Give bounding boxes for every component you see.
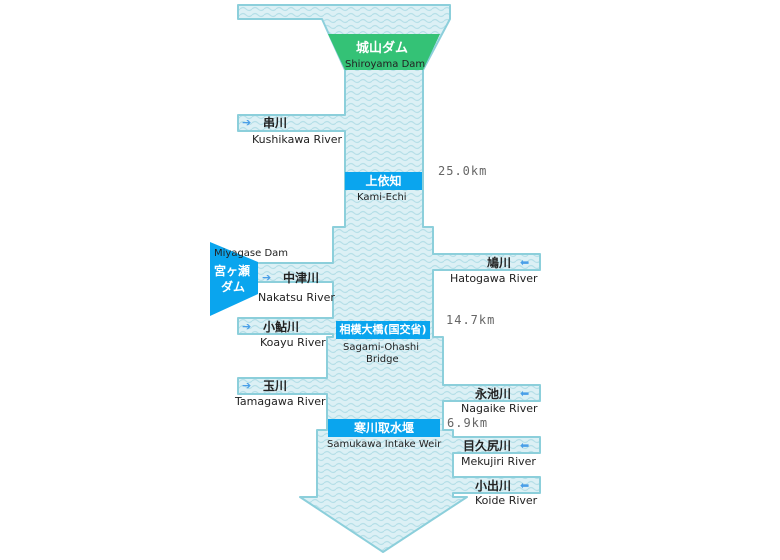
tributary-nagaike-en: Nagaike River (461, 402, 538, 415)
arrow-right-icon: ➔ (262, 271, 272, 284)
tributary-nagaike-jp: 永池川 (475, 387, 512, 401)
miyagase-dam-jp-1: 宮ヶ瀬 (214, 264, 251, 278)
miyagase-dam-shape (210, 242, 258, 316)
shiroyama-dam-en: Shiroyama Dam (345, 59, 426, 70)
tributary-koayu-en: Koayu River (260, 336, 326, 349)
tributary-hatogawa-en: Hatogawa River (450, 272, 538, 285)
distance-label: 6.9km (447, 416, 489, 430)
tributary-koayu-jp: 小鮎川 (263, 320, 300, 334)
station-sagami-ohashi-en-2: Bridge (366, 354, 399, 365)
sagami-river-channel (237, 4, 541, 553)
station-kami-echi-en: Kami-Echi (357, 192, 407, 203)
miyagase-dam-jp-2: ダム (221, 280, 246, 294)
arrow-right-icon: ➔ (242, 379, 252, 392)
tributary-hatogawa-jp: 鳩川 (487, 256, 512, 270)
arrow-right-icon: ➔ (242, 320, 252, 333)
tributary-tamagawa-jp: 玉川 (263, 379, 288, 393)
arrow-left-icon: ⬅ (520, 387, 530, 400)
distance-label: 14.7km (446, 313, 496, 327)
station-sagami-ohashi: 相模大橋(国交省) (336, 321, 430, 339)
shiroyama-dam-shape (328, 34, 440, 70)
arrow-left-icon: ⬅ (520, 439, 530, 452)
station-kami-echi: 上依知 (345, 172, 422, 190)
arrow-left-icon: ⬅ (520, 479, 530, 492)
distance-label: 25.0km (438, 164, 488, 178)
tributary-mekujiri-en: Mekujiri River (461, 455, 536, 468)
miyagase-dam-en: Miyagase Dam (214, 248, 289, 259)
station-samukawa: 寒川取水堰 (328, 419, 440, 437)
tributary-kushikawa-en: Kushikawa River (252, 133, 343, 146)
arrow-right-icon: ➔ (242, 116, 252, 129)
tributary-kushikawa-jp: 串川 (263, 116, 288, 130)
tributary-tamagawa-en: Tamagawa River (235, 395, 326, 408)
tributary-nakatsu-en: Nakatsu River (258, 291, 335, 304)
arrow-left-icon: ⬅ (520, 256, 530, 269)
station-samukawa-en: Samukawa Intake Weir (327, 439, 442, 450)
tributary-nakatsu-jp: 中津川 (283, 271, 320, 285)
tributary-koide-jp: 小出川 (475, 479, 512, 493)
station-sagami-ohashi-en-1: Sagami-Ohashi (343, 342, 420, 353)
tributary-koide-en: Koide River (475, 494, 538, 507)
tributary-mekujiri-jp: 目久尻川 (463, 439, 512, 453)
shiroyama-dam-jp: 城山ダム (356, 41, 409, 56)
